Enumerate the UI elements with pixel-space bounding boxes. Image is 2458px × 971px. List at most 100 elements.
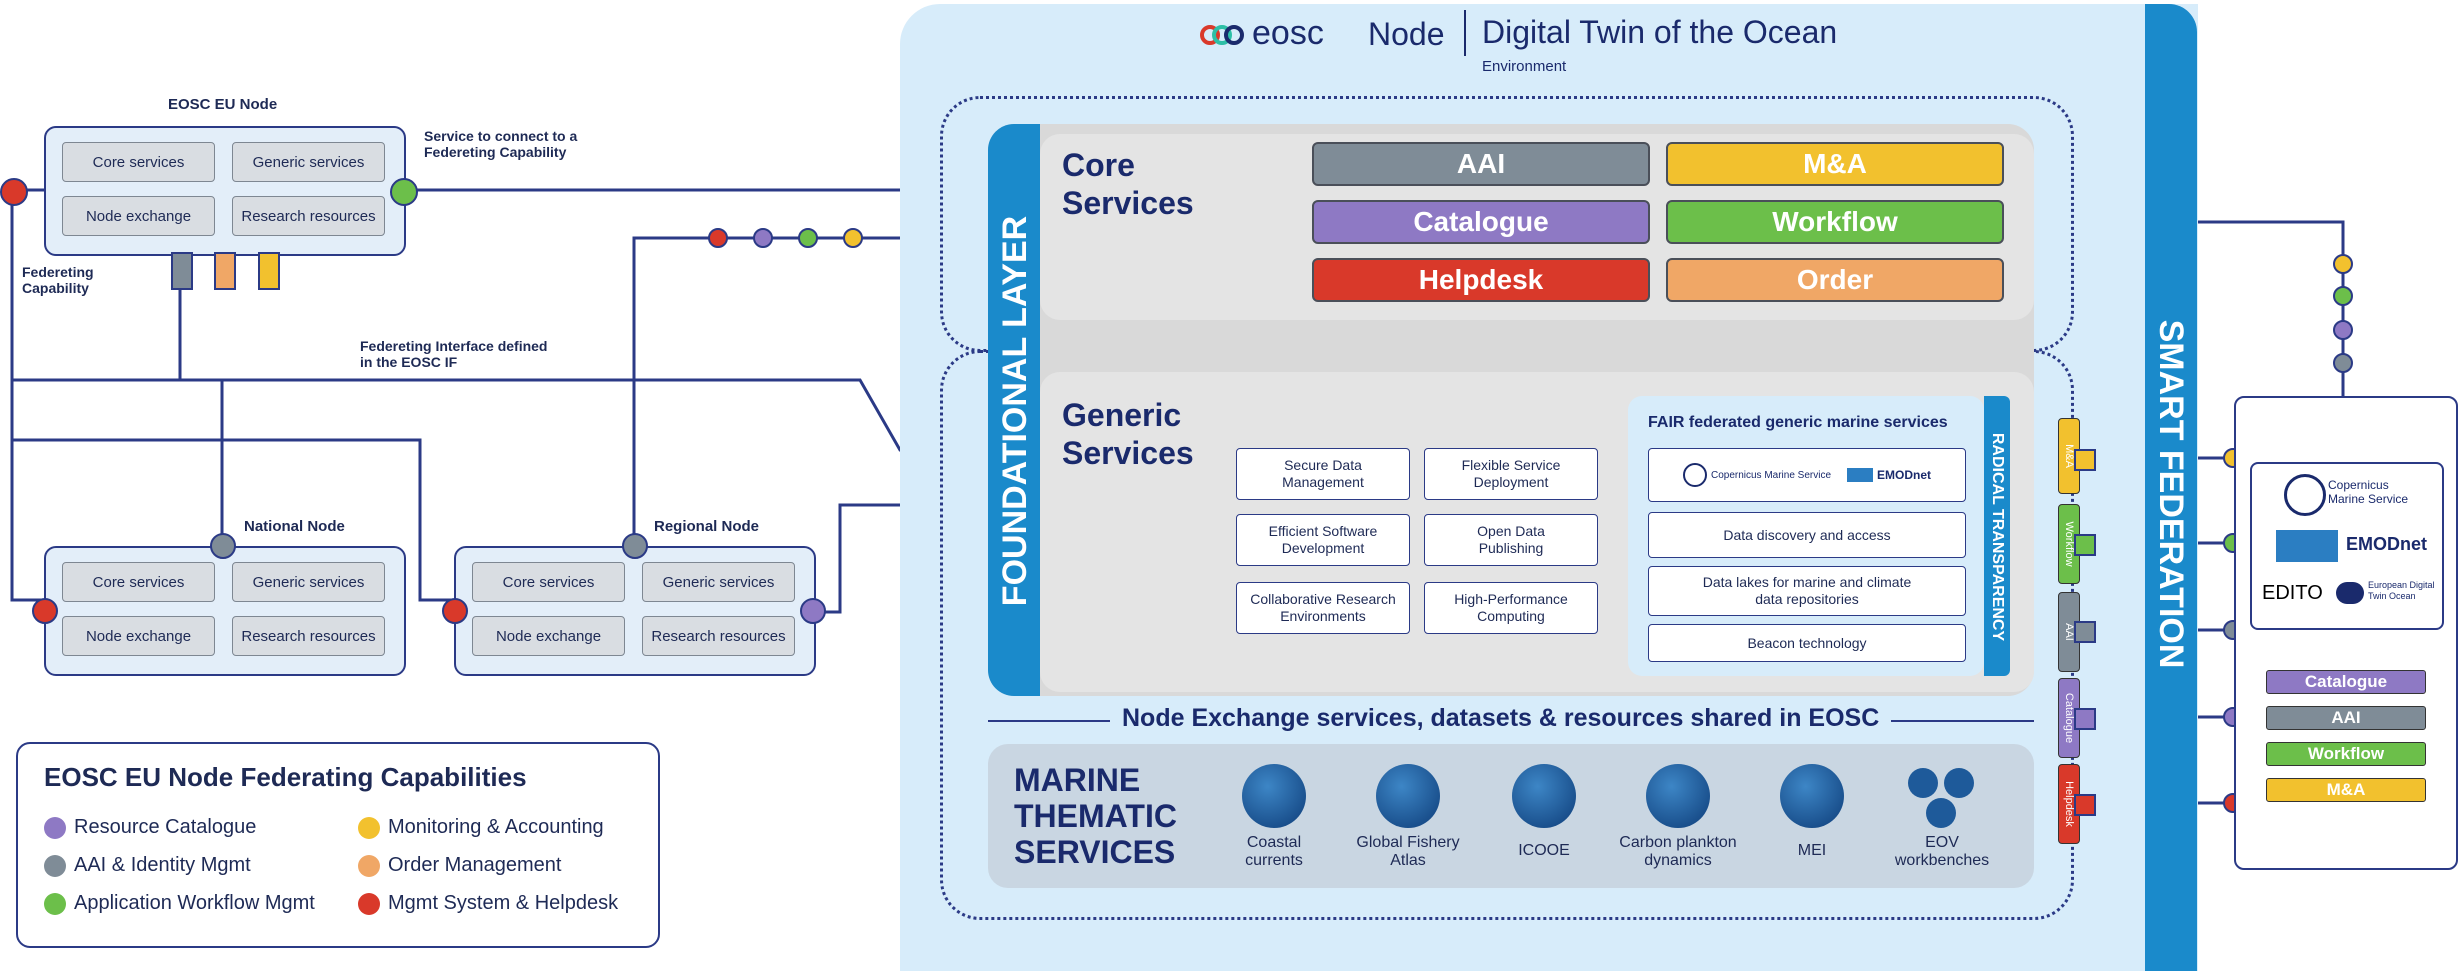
eu-node[interactable]: Core services Generic services Node exch… <box>44 126 406 256</box>
legend-item-order: Order Management <box>358 854 561 877</box>
header-divider <box>1464 10 1466 56</box>
regional-gray-dot <box>622 533 648 559</box>
emodnet-logo-text: EMODnet <box>1877 467 1932 482</box>
fair-title: FAIR federated generic marine services <box>1648 414 1948 431</box>
foundational-layer-label: FOUNDATIONAL LAYER <box>996 215 1034 607</box>
legend-dot <box>358 854 380 877</box>
national-research-resources[interactable]: Research resources <box>232 616 385 656</box>
core-workflow-button[interactable]: Workflow <box>1666 200 2004 244</box>
right-workflow-button[interactable]: Workflow <box>2266 742 2426 766</box>
national-gray-dot <box>210 533 236 559</box>
eov-workbenches-icon[interactable] <box>1906 766 1978 830</box>
carbon-plankton-icon[interactable] <box>1646 764 1710 828</box>
national-node-exchange[interactable]: Node exchange <box>62 616 215 656</box>
eu-yellow-tab <box>258 252 280 290</box>
regional-generic-services[interactable]: Generic services <box>642 562 795 602</box>
regional-research-resources[interactable]: Research resources <box>642 616 795 656</box>
legend-dot <box>358 892 380 915</box>
right-catalogue-button[interactable]: Catalogue <box>2266 670 2426 694</box>
eu-generic-services[interactable]: Generic services <box>232 142 385 182</box>
right-aai-button[interactable]: AAI <box>2266 706 2426 730</box>
regional-purple-dot <box>800 598 826 624</box>
legend-dot <box>358 816 380 839</box>
legend-title: EOSC EU Node Federating Capabilities <box>44 762 527 792</box>
eu-orange-tab <box>214 252 236 290</box>
core-order-button[interactable]: Order <box>1666 258 2004 302</box>
radical-transparency-label: RADICAL TRANSPARENCY <box>1989 432 2006 642</box>
eu-node-exchange[interactable]: Node exchange <box>62 196 215 236</box>
right-ma-button[interactable]: M&A <box>2266 778 2426 802</box>
header-title: Digital Twin of the Ocean <box>1482 14 1838 50</box>
icooe-icon[interactable] <box>1512 764 1576 828</box>
regional-node-exchange[interactable]: Node exchange <box>472 616 625 656</box>
icooe-label: ICOOE <box>1518 842 1570 859</box>
regional-node[interactable]: Core services Generic services Node exch… <box>454 546 816 676</box>
regional-core-services[interactable]: Core services <box>472 562 625 602</box>
eosc-logo-icon <box>1200 20 1250 50</box>
eosc-logo-text: eosc <box>1252 14 1324 52</box>
marine-panel <box>988 744 2034 888</box>
core-catalogue-button[interactable]: Catalogue <box>1312 200 1650 244</box>
node-exchange-label: Node Exchange services, datasets & resou… <box>1110 704 1892 733</box>
core-aai-button[interactable]: AAI <box>1312 142 1650 186</box>
eu-node-title: EOSC EU Node <box>168 96 278 113</box>
emodnet-icon <box>1847 468 1874 482</box>
regional-node-title: Regional Node <box>654 518 760 535</box>
copernicus-icon <box>2284 474 2326 516</box>
legend-item-workflow: Application Workflow Mgmt <box>44 892 315 915</box>
national-node[interactable]: Core services Generic services Node exch… <box>44 546 406 676</box>
eu-green-dot <box>390 178 418 206</box>
national-red-dot <box>32 598 58 624</box>
radical-transparency-bar <box>1984 396 2010 676</box>
fair-data-discovery[interactable]: Data discovery and access <box>1648 512 1966 558</box>
eu-gray-tab <box>171 252 193 290</box>
eu-core-services[interactable]: Core services <box>62 142 215 182</box>
core-ma-button[interactable]: M&A <box>1666 142 2004 186</box>
copernicus-icon <box>1682 463 1707 487</box>
global-fishery-atlas-icon[interactable] <box>1376 764 1440 828</box>
edito-icon <box>2336 582 2364 604</box>
header-subtitle: Environment <box>1482 58 1567 75</box>
emodnet-icon <box>2276 530 2338 562</box>
legend-dot <box>44 816 66 839</box>
legend-dot <box>44 892 66 915</box>
legend-item-resource-catalogue: Resource Catalogue <box>44 816 256 839</box>
core-helpdesk-button[interactable]: Helpdesk <box>1312 258 1650 302</box>
national-core-services[interactable]: Core services <box>62 562 215 602</box>
smart-federation-bar <box>2145 4 2197 971</box>
eu-research-resources[interactable]: Research resources <box>232 196 385 236</box>
national-generic-services[interactable]: Generic services <box>232 562 385 602</box>
side-square-aai <box>2074 621 2096 643</box>
regional-red-dot <box>442 598 468 624</box>
mei-icon[interactable] <box>1780 764 1844 828</box>
legend-dot <box>44 854 66 877</box>
fair-beacon[interactable]: Beacon technology <box>1648 624 1966 662</box>
coastal-currents-icon[interactable] <box>1242 764 1306 828</box>
emodnet-logo: EMODnet <box>2346 534 2427 554</box>
national-node-title: National Node <box>244 518 345 535</box>
mei-label: MEI <box>1797 842 1827 859</box>
side-square-catalogue <box>2074 708 2096 730</box>
legend-item-monitoring: Monitoring & Accounting <box>358 816 604 839</box>
legend-box: EOSC EU Node Federating Capabilities Res… <box>16 742 660 948</box>
edito-subtitle: European Digital Twin Ocean <box>2368 580 2435 601</box>
side-square-workflow <box>2074 534 2096 556</box>
header-node: Node <box>1368 16 1445 52</box>
legend-item-helpdesk: Mgmt System & Helpdesk <box>358 892 618 915</box>
side-square-ma <box>2074 449 2096 471</box>
side-square-helpdesk <box>2074 794 2096 816</box>
smart-federation-label: SMART FEDERATION <box>2152 319 2190 669</box>
